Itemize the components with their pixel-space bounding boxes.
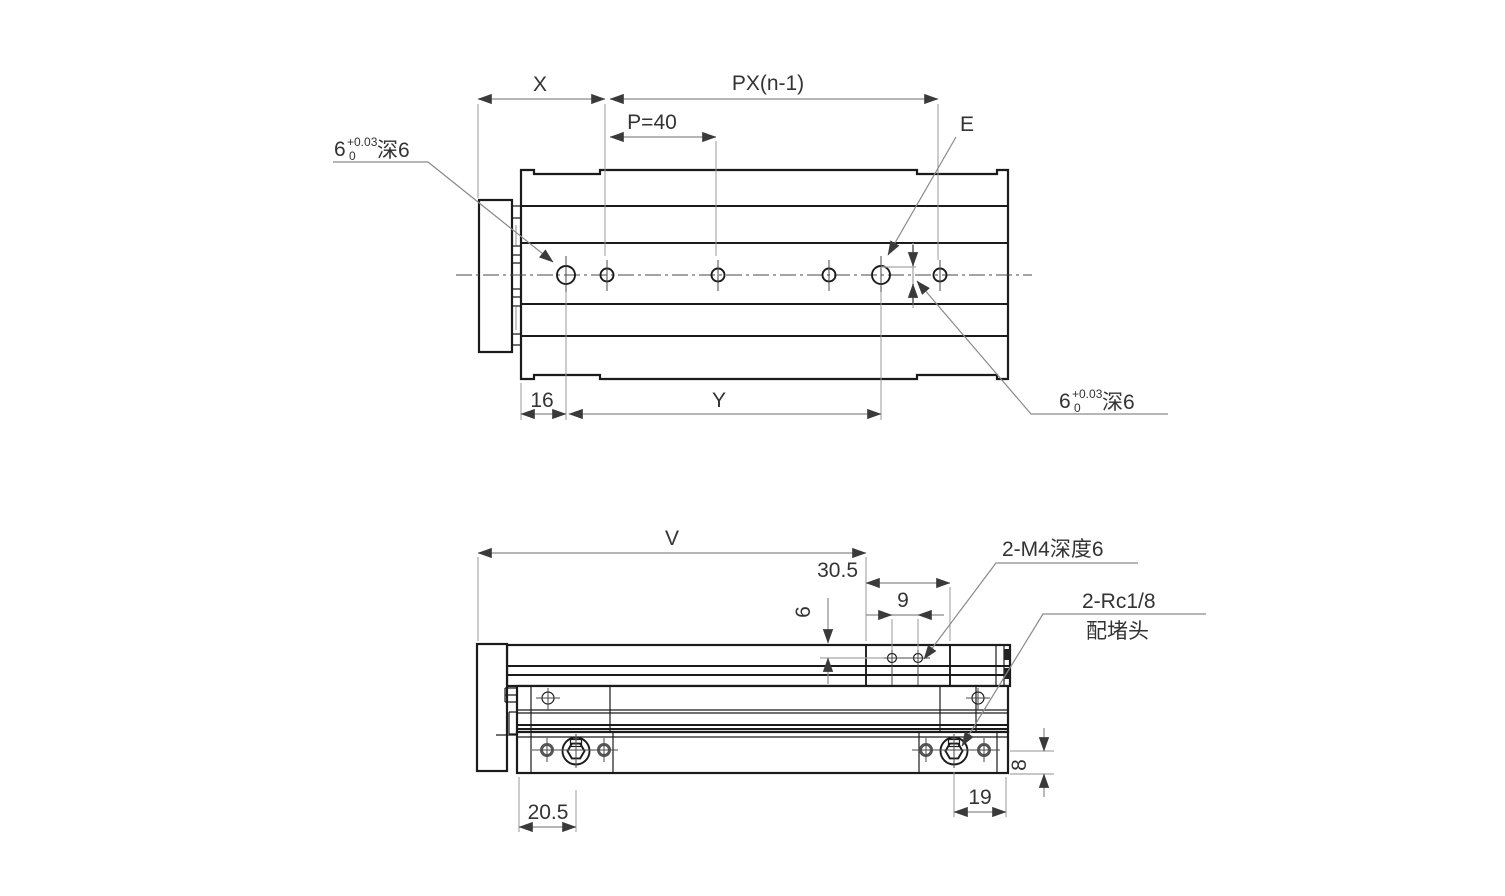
dim-px-value: PX(n-1) bbox=[732, 72, 804, 95]
body-cross-holes bbox=[536, 688, 990, 710]
dim-6-value: 6 bbox=[792, 606, 815, 618]
body-middle-lines bbox=[517, 709, 1008, 714]
pin-tol-upper-2: +0.03 bbox=[1072, 387, 1103, 401]
label-pin-hole-right: 6 +0.03 0 深6 bbox=[916, 280, 1168, 415]
pin-tol-lower-2: 0 bbox=[1074, 401, 1081, 415]
mount-block bbox=[865, 645, 951, 686]
dim-v-value: V bbox=[665, 527, 679, 550]
pin-depth: 深6 bbox=[377, 139, 410, 162]
pin-depth-2: 深6 bbox=[1102, 391, 1135, 414]
pin-tol-upper: +0.03 bbox=[347, 135, 378, 149]
dim-30-5-value: 30.5 bbox=[817, 559, 858, 582]
port-cluster-right bbox=[912, 734, 1000, 768]
dim-e-value: E bbox=[960, 113, 974, 136]
dimension-x: X bbox=[477, 73, 606, 256]
dimension-19: 19 bbox=[953, 772, 1007, 818]
dimension-y: Y bbox=[568, 292, 882, 420]
callout-rc: 2-Rc1/8 配堵头 bbox=[961, 590, 1206, 747]
dim-19-value: 19 bbox=[968, 786, 991, 809]
label-pin-hole-left: 6 +0.03 0 深6 bbox=[333, 135, 554, 263]
clamp-strip bbox=[511, 200, 521, 352]
body-internal-lines bbox=[521, 205, 1008, 337]
dim-20-5-value: 20.5 bbox=[528, 801, 569, 824]
dimension-6: 6 bbox=[792, 598, 884, 684]
tip-pad-upper bbox=[1004, 649, 1010, 660]
dim-p-value: P=40 bbox=[627, 111, 677, 134]
callout-m4: 2-M4深度6 bbox=[923, 538, 1138, 660]
plate-edge-details bbox=[496, 687, 517, 736]
pin-tol-lower: 0 bbox=[349, 149, 356, 163]
slide-table-lines bbox=[507, 665, 1010, 676]
dimension-20-5: 20.5 bbox=[518, 777, 577, 833]
dim-9-value: 9 bbox=[897, 589, 909, 612]
dimension-9: 9 bbox=[866, 589, 944, 650]
end-plate bbox=[477, 198, 514, 354]
label-rc-text: 2-Rc1/8 bbox=[1082, 590, 1156, 613]
dimension-30-5: 30.5 bbox=[817, 559, 951, 641]
dimension-p: P=40 bbox=[609, 111, 717, 256]
port-cluster-left bbox=[532, 734, 618, 768]
label-m4-text: 2-M4深度6 bbox=[1002, 538, 1104, 561]
dim-y-value: Y bbox=[712, 389, 726, 412]
label-plug-text: 配堵头 bbox=[1086, 620, 1149, 643]
mounting-holes bbox=[556, 256, 948, 294]
dimension-16: 16 bbox=[520, 292, 567, 420]
pin-offset-dimension bbox=[881, 243, 919, 308]
dim-16-value: 16 bbox=[530, 389, 553, 412]
port-rail-verticals bbox=[530, 732, 998, 773]
callout-e: E bbox=[887, 113, 974, 256]
side-view: V 30.5 9 6 20.5 bbox=[475, 527, 1206, 833]
dimension-px: PX(n-1) bbox=[609, 72, 939, 260]
top-view: X PX(n-1) P=40 16 Y E bbox=[333, 72, 1168, 420]
port-rail bbox=[515, 730, 1010, 775]
dimension-8: 8 bbox=[1008, 728, 1054, 797]
body-middle-lines2 bbox=[517, 724, 1008, 730]
body-middle-verticals bbox=[530, 686, 977, 732]
dimension-v: V bbox=[477, 527, 867, 641]
pin-size: 6 bbox=[334, 138, 346, 161]
pin-size-2: 6 bbox=[1059, 390, 1071, 413]
end-plate-side bbox=[475, 642, 509, 773]
dim-8-value: 8 bbox=[1008, 759, 1031, 771]
dim-x-value: X bbox=[533, 73, 547, 96]
